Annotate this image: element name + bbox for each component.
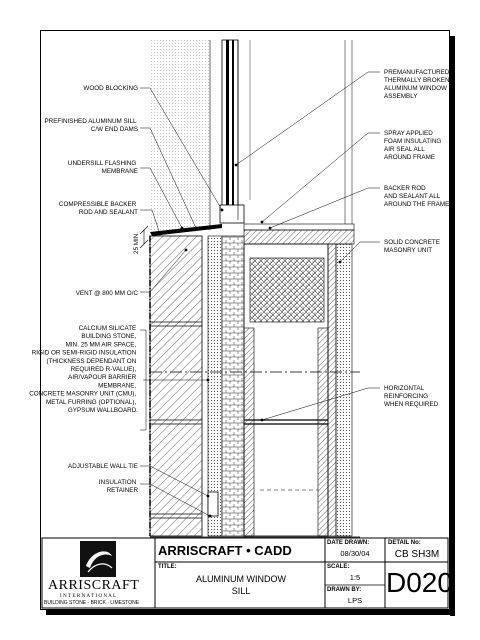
dimension-label: 25 MIN. xyxy=(133,232,140,254)
label-aluminum-sill-2: C/W END DAMS xyxy=(91,126,138,133)
logo-name: ARRISCRAFT xyxy=(48,578,140,593)
label-reinforcing: HORIZONTAL REINFORCING WHEN REQUIRED xyxy=(384,385,439,408)
arriscraft-logo xyxy=(80,541,116,577)
label-insulation-retainer-2: RETAINER xyxy=(107,487,139,494)
labels-left: WOOD BLOCKING PREFINISHED ALUMINUM SILL … xyxy=(29,85,138,494)
interior-wall xyxy=(327,243,353,537)
drawing-sheet xyxy=(40,30,450,610)
stone-wall-above xyxy=(150,40,211,230)
sheet-shadow-right xyxy=(450,36,455,616)
label-wood-blocking: WOOD BLOCKING xyxy=(83,85,138,92)
dimension-25-min: 25 MIN. xyxy=(133,225,149,254)
label-vent: VENT @ 800 MM O/C xyxy=(76,290,139,297)
detail-number: D020 xyxy=(386,567,453,598)
svg-text:VENT @ 800 MM O/C: VENT @ 800 MM O/C xyxy=(76,290,139,297)
label-wall-assembly: CALCIUM SILICATE BUILDING STONE, MIN. 25… xyxy=(29,325,138,414)
calcium-silicate-stone xyxy=(149,235,203,537)
date-value: 08/30/04 xyxy=(340,549,370,558)
scale-label: SCALE: xyxy=(327,564,350,570)
svg-text:INSULATION RETAINER: INSULATION RETAINER xyxy=(99,479,139,494)
label-aluminum-sill: PREFINISHED ALUMINUM SILL xyxy=(44,118,137,125)
leaders-right xyxy=(235,71,380,421)
label-flashing: UNDERSILL FLASHING xyxy=(68,160,136,167)
concrete-masonry-unit xyxy=(243,243,329,537)
svg-text:COMPRESSIBLE BACKER ROD: COMPRESSIBLE BACKER ROD AND SEALANT xyxy=(59,201,138,216)
title-line-2: SILL xyxy=(231,586,251,596)
label-spray-foam: SPRAY APPLIED FOAM INSULATING AIR SEAL A… xyxy=(384,130,443,161)
label-backer-rod: COMPRESSIBLE BACKER xyxy=(59,201,137,208)
air-space-insulation xyxy=(207,235,245,537)
label-backer-rod-frame: BACKER ROD AND SEALANT ALL AROUND THE FR… xyxy=(384,185,449,208)
section-cut-line xyxy=(150,371,360,538)
leaders-left xyxy=(140,87,223,517)
logo-subtitle: I N T E R N A T I O N A L xyxy=(60,593,117,599)
label-window-assembly: PREMANUFACTURED THERMALLY BROKEN ALUMINU… xyxy=(384,69,451,100)
detail-label: DETAIL No: xyxy=(388,540,421,546)
window-frame xyxy=(219,39,353,230)
label-backer-rod-2: ROD AND SEALANT xyxy=(79,209,138,216)
title-label: TITLE: xyxy=(158,564,177,570)
title-line-1: ALUMINUM WINDOW xyxy=(196,574,286,584)
svg-text:UNDERSILL FLASHING MEMBR: UNDERSILL FLASHING MEMBRANE xyxy=(68,160,138,175)
title-block xyxy=(41,537,449,609)
label-flashing-2: MEMBRANE xyxy=(102,168,138,175)
svg-text:WOOD BLOCKING: WOOD BLOCKING xyxy=(83,85,138,92)
detail-series: CB SH3M xyxy=(394,549,440,560)
svg-text:ADJUSTABLE WALL TIE: ADJUSTABLE WALL TIE xyxy=(68,463,138,470)
date-label: DATE DRAWN: xyxy=(327,540,370,546)
sheet-shadow-bottom xyxy=(46,610,455,615)
svg-text:PREFINISHED ALUMINUM SILL: PREFINISHED ALUMINUM SILL C/W END DAMS xyxy=(44,118,138,133)
scale-value: 1:5 xyxy=(349,573,361,582)
labels-right: PREMANUFACTURED THERMALLY BROKEN ALUMINU… xyxy=(384,69,451,408)
label-insulation-retainer: INSULATION xyxy=(99,479,137,486)
logo-tagline: BUILDING STONE · BRICK · LIMESTONE xyxy=(44,600,140,606)
arriscraft-swoosh-icon xyxy=(80,541,116,577)
company-name: ARRISCRAFT • CADD xyxy=(158,543,292,558)
drawn-value: LPS xyxy=(347,596,363,605)
label-wall-tie: ADJUSTABLE WALL TIE xyxy=(68,463,138,470)
drawn-label: DRAWN BY: xyxy=(327,587,362,593)
aluminum-sill xyxy=(150,223,355,245)
label-solid-cmu: SOLID CONCRETE MASONRY UNIT xyxy=(384,239,442,254)
leader-arrowheads xyxy=(158,163,342,518)
